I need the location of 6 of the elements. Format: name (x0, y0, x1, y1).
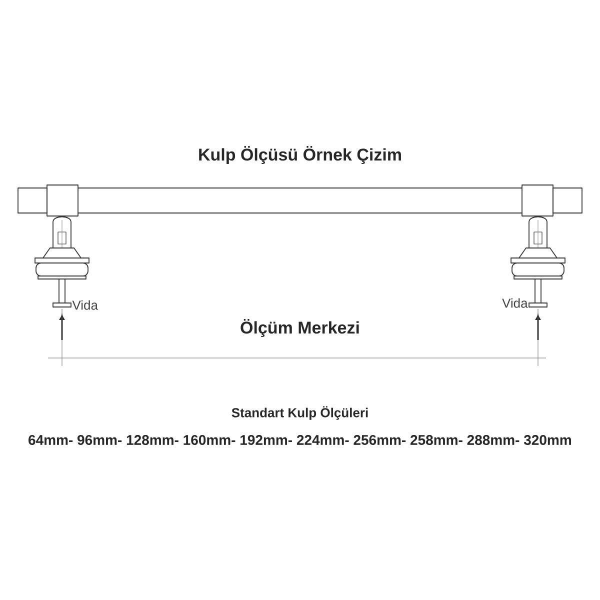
dimension-label: Ölçüm Merkezi (240, 318, 359, 338)
screw-label: Vida (72, 300, 98, 310)
heading: Standart Kulp Ölçüleri (232, 406, 368, 420)
screw-label: Vida (502, 298, 528, 308)
size-list: 64mm- 96mm- 128mm- 160mm- 192mm- 224mm- 256mm- 258mm- 288mm- 320mm (28, 435, 571, 445)
diagram-title: Kulp Ölçüsü Örnek Çizim (199, 146, 401, 164)
